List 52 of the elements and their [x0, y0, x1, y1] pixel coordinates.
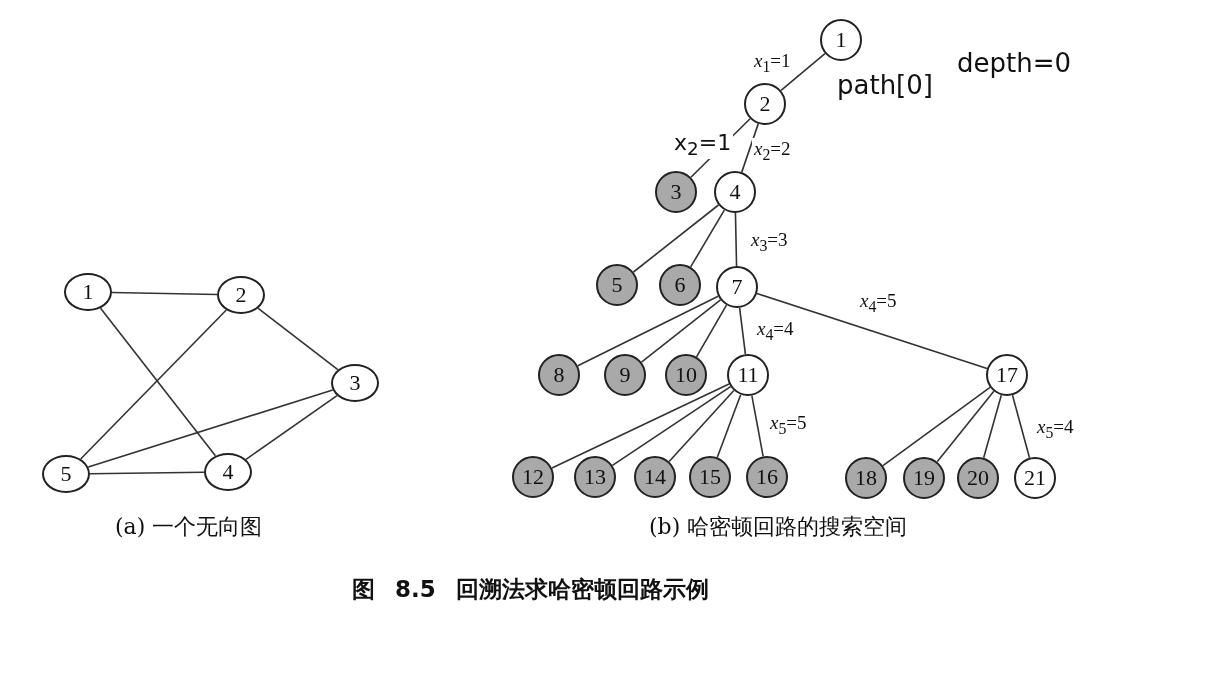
connector-line [751, 394, 764, 458]
vertex-ellipse: 4 [204, 453, 252, 491]
pruned-node-circle: 14 [634, 456, 676, 498]
pruned-node-circle: 6 [659, 264, 701, 306]
connector-line [936, 390, 995, 463]
connector-line [695, 304, 728, 358]
pruned-node-circle: 19 [903, 457, 945, 499]
node-circle: 21 [1014, 457, 1056, 499]
connector-line [245, 394, 338, 461]
node-circle: 17 [986, 354, 1028, 396]
connector-line [738, 307, 747, 355]
pruned-node-circle: 5 [596, 264, 638, 306]
connector-line [689, 209, 726, 268]
connector-line [1011, 394, 1031, 459]
pruned-node-circle: 18 [845, 457, 887, 499]
pruned-node-circle: 8 [538, 354, 580, 396]
vertex-ellipse: 3 [331, 364, 379, 402]
connector-line [632, 204, 720, 273]
node-circle: 11 [727, 354, 769, 396]
connector-line [87, 389, 334, 468]
connector-line [716, 393, 742, 459]
pruned-node-circle: 10 [665, 354, 707, 396]
connector-line [741, 123, 759, 173]
connector-line [611, 385, 732, 467]
connector-line [111, 291, 218, 296]
connector-line [577, 295, 719, 367]
pruned-node-circle: 16 [746, 456, 788, 498]
connector-line [89, 471, 205, 475]
pruned-node-circle: 12 [512, 456, 554, 498]
connector-line [882, 386, 991, 467]
pruned-node-circle: 13 [574, 456, 616, 498]
node-circle: 1 [820, 19, 862, 61]
connector-line [756, 292, 988, 370]
vertex-ellipse: 5 [42, 455, 90, 493]
node-circle: 7 [716, 266, 758, 308]
connector-line [99, 307, 217, 457]
node-circle: 4 [714, 171, 756, 213]
pruned-node-circle: 15 [689, 456, 731, 498]
node-circle: 2 [744, 83, 786, 125]
connector-line [734, 212, 738, 267]
pruned-node-circle: 9 [604, 354, 646, 396]
connector-line [640, 299, 722, 363]
connector-line [551, 383, 730, 469]
pruned-node-circle: 20 [957, 457, 999, 499]
connector-line [257, 307, 339, 371]
connector-line [982, 394, 1003, 459]
vertex-ellipse: 1 [64, 273, 112, 311]
vertex-ellipse: 2 [217, 276, 265, 314]
pruned-node-circle: 3 [655, 171, 697, 213]
connector-line [668, 389, 735, 463]
connector-line [79, 309, 228, 460]
connector-line [780, 52, 826, 92]
